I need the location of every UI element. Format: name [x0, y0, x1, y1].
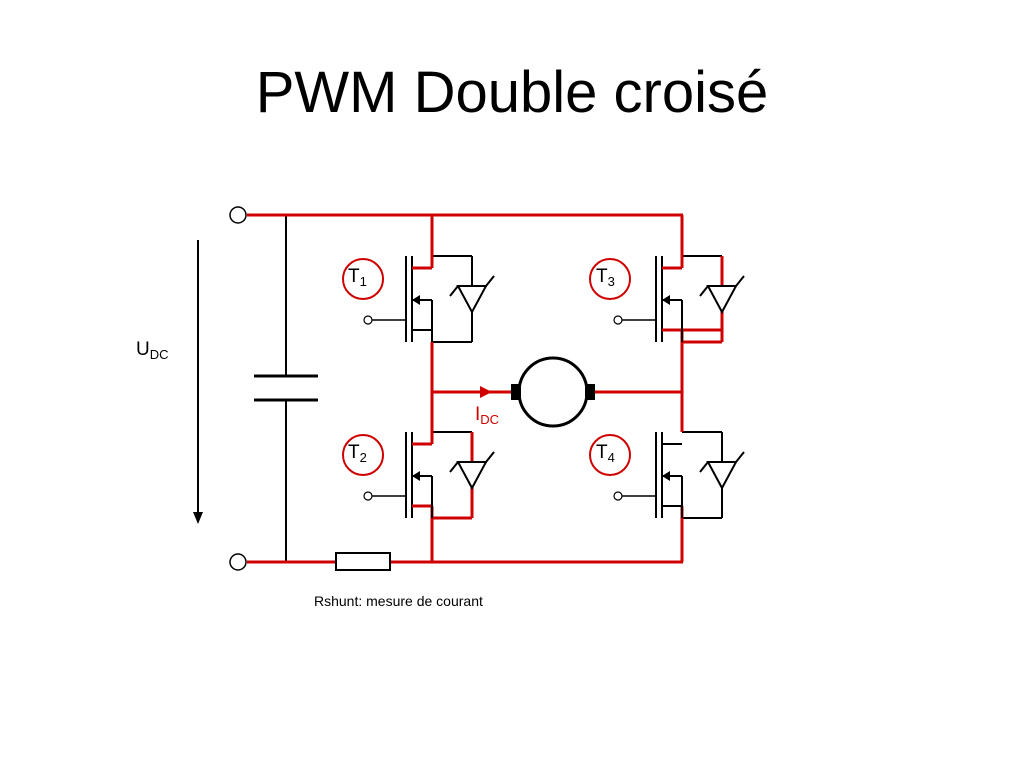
page-title: PWM Double croisé	[255, 60, 769, 125]
udc-label: UDC	[136, 339, 169, 362]
transistor-t4	[613, 432, 745, 518]
transistor-t1	[363, 256, 495, 342]
transistor-t2	[363, 432, 495, 518]
t3-marker-circle	[589, 258, 631, 300]
t2-label: T2	[348, 442, 367, 465]
shunt-caption: Rshunt: mesure de courant	[314, 593, 483, 609]
t4-label: T4	[596, 442, 615, 465]
t4-marker-circle	[589, 434, 631, 476]
idc-label: IDC	[475, 404, 500, 427]
t1-marker-circle	[342, 258, 384, 300]
t3-label: T3	[596, 266, 615, 289]
t1-label: T1	[348, 266, 367, 289]
t2-marker-circle	[342, 434, 384, 476]
transistor-t3	[613, 256, 745, 342]
